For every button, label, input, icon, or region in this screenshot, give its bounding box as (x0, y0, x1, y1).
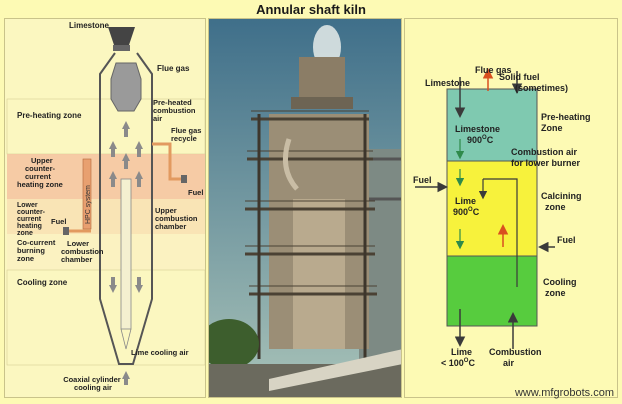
hpc-pipe (82, 158, 92, 230)
zone-calcining (446, 160, 538, 257)
fuel-burner-right (181, 175, 187, 183)
label-solid-fuel: Solid fuel (sometimes) (499, 72, 568, 93)
label-cooling-zone: Cooling zone (543, 277, 579, 298)
kiln-schematic: HPC system Limestone Flue gas Pre-heated… (6, 21, 206, 392)
label-flue-gas: Flue gas (475, 65, 512, 75)
band-cocurrent (7, 234, 205, 270)
label-lime-cooling-air: Lime cooling air (131, 348, 189, 357)
kiln-schematic-panel: HPC system Limestone Flue gas Pre-heated… (4, 18, 206, 398)
inner-cylinder-tip (120, 328, 132, 350)
label-flue-gas: Flue gas (157, 64, 190, 73)
watermark: www.mfgrobots.com (514, 387, 614, 399)
photo-pipe (282, 138, 299, 191)
hopper-neck (113, 45, 130, 51)
photo-railings (245, 110, 377, 287)
photo-columns (257, 114, 367, 359)
recycle-duct (152, 142, 183, 181)
photo-railing-front (269, 349, 401, 391)
kiln-photo (209, 19, 401, 397)
label-upper-combustion-chamber: Upper combustion chamber (155, 206, 200, 231)
label-lower-combustion-chamber: Lower combustion chamber (61, 239, 106, 264)
flow-arrows-up (109, 121, 143, 187)
label-limestone-temp: Limestone 900OC (455, 124, 503, 145)
label-coaxial-cooling-air: Coaxial cylinder cooling air (63, 375, 123, 392)
combustion-air-path (483, 178, 518, 287)
label-limestone-in: Limestone (425, 78, 470, 88)
label-lime-temp: Lime 900OC (453, 196, 480, 217)
label-preheating-zone: Pre-heating zone (17, 111, 82, 120)
label-lower-heating-zone: Lower counter- current heating zone (17, 202, 47, 237)
inner-cylinder-core (120, 178, 132, 330)
photo-kiln-cylinder (293, 199, 345, 349)
label-upper-heating-zone: Upper counter- current heating zone (17, 156, 63, 189)
label-fuel-right: Fuel (557, 235, 576, 245)
flow-arrows-down (109, 277, 143, 293)
band-lower-heating (7, 199, 205, 234)
fuel-burner-left (63, 227, 69, 235)
label-preheated-air: Pre-heated combustion air (153, 98, 198, 123)
zone-diagram: Flue gas Limestone Solid fuel (sometimes… (413, 65, 593, 368)
label-fuel-left: Fuel (413, 175, 432, 185)
inner-cylinder-top (110, 62, 142, 112)
label-calcining-zone: Calcining zone (541, 191, 584, 212)
label-limestone: Limestone (69, 21, 110, 30)
cooling-air-arrows (122, 371, 130, 385)
hpc-label: HPC system (85, 185, 92, 224)
zone-diagram-panel: Flue gas Limestone Solid fuel (sometimes… (404, 18, 618, 398)
label-cooling-zone: Cooling zone (17, 278, 68, 287)
label-combustion-air-lower: Combustion air for lower burner (511, 147, 581, 168)
limestone-hopper (108, 27, 135, 45)
label-flue-gas-recycle: Flue gas recycle (171, 126, 204, 143)
band-preheating (6, 98, 206, 155)
zone-cooling (446, 255, 538, 327)
diagram-title: Annular shaft kiln (256, 2, 366, 17)
label-lime-out: Lime < 100OC (441, 347, 475, 368)
photo-trees (209, 319, 259, 369)
label-cocurrent-burning-zone: Co-current burning zone (17, 238, 57, 263)
label-fuel-left: Fuel (51, 217, 66, 226)
band-upper-heating (7, 154, 205, 199)
photo-platforms (245, 117, 377, 296)
zone-preheating (446, 88, 538, 162)
kiln-photo-panel (208, 18, 402, 398)
label-preheating-zone: Pre-heating Zone (541, 112, 593, 133)
label-combustion-air-bottom: Combustion air (489, 347, 544, 368)
label-fuel-right: Fuel (188, 188, 203, 197)
kiln-outer-shell (99, 52, 153, 365)
